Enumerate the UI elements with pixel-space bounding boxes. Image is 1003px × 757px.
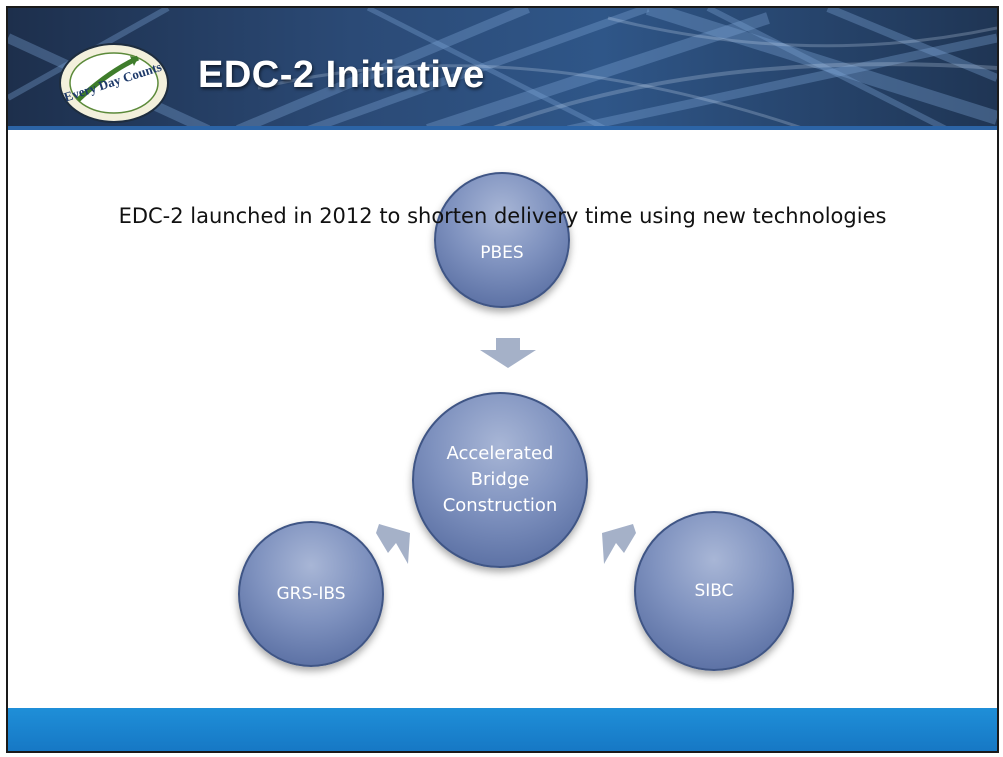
arrow-top-icon <box>480 338 536 368</box>
header-rule <box>8 126 997 130</box>
node-grs-ibs-label: GRS-IBS <box>276 584 346 604</box>
node-accelerated-bridge-construction: Accelerated Bridge Construction <box>412 392 588 568</box>
slide-subtitle: EDC-2 launched in 2012 to shorten delive… <box>118 204 887 228</box>
node-center-label: Accelerated Bridge Construction <box>442 443 558 516</box>
every-day-counts-logo: Every Day Counts <box>59 43 169 123</box>
node-sibc: SIBC <box>634 511 794 671</box>
node-pbes: PBES <box>434 172 570 308</box>
arrows-layer <box>376 338 636 564</box>
node-pbes-label: PBES <box>480 243 524 263</box>
arrow-right-icon <box>602 524 636 564</box>
node-grs-ibs: GRS-IBS <box>238 521 384 667</box>
slide: Every Day Counts EDC-2 Initiative EDC-2 … <box>6 6 999 753</box>
slide-title: EDC-2 Initiative <box>198 54 485 96</box>
header-banner: Every Day Counts EDC-2 Initiative <box>8 8 997 130</box>
node-sibc-label: SIBC <box>694 581 734 601</box>
arrow-left-icon <box>376 524 410 564</box>
footer-bar <box>8 708 997 751</box>
